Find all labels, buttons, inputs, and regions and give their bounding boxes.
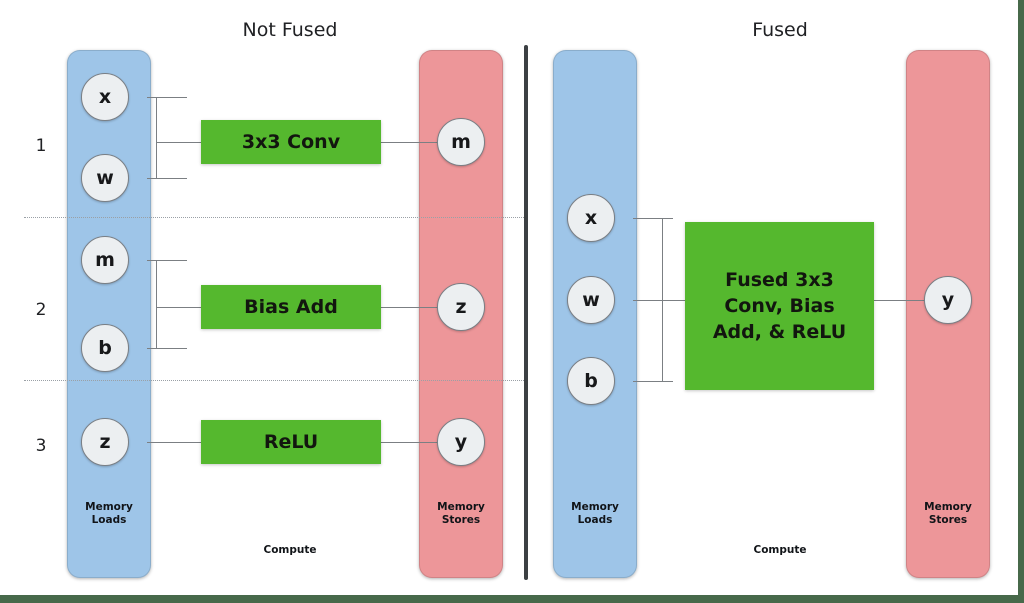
- wire-row1-x-out: [147, 97, 187, 99]
- wire-row2-b-out: [147, 348, 187, 350]
- not-fused-memory-loads-column: Memory Loads: [67, 50, 151, 578]
- fused-memory-stores-label-line2: Stores: [928, 514, 968, 526]
- fused-memory-loads-label-line2: Loads: [577, 514, 613, 526]
- wire-row2-bracket: [156, 260, 158, 349]
- row-index-1: 1: [35, 136, 47, 156]
- node-row2-store-z: z: [437, 283, 485, 331]
- panel-divider: [524, 45, 528, 580]
- node-fused-load-b: b: [567, 357, 615, 405]
- wire-row3-op-to-y: [380, 442, 440, 444]
- fused-compute-label: Compute: [753, 544, 807, 556]
- wire-fused-b-out: [633, 381, 673, 383]
- fused-memory-loads-label-line1: Memory: [571, 501, 619, 513]
- op-box-fused: Fused 3x3 Conv, Bias Add, & ReLU: [685, 222, 874, 390]
- memory-loads-label-line1: Memory: [85, 501, 133, 513]
- frame-right-edge: [1018, 0, 1024, 603]
- node-row2-load-b: b: [81, 324, 129, 372]
- node-row1-load-w: w: [81, 154, 129, 202]
- wire-fused-w-to-op: [633, 300, 687, 302]
- op-box-relu: ReLU: [201, 420, 381, 464]
- node-row1-load-x: x: [81, 73, 129, 121]
- not-fused-compute-label: Compute: [263, 544, 317, 556]
- node-row1-store-m: m: [437, 118, 485, 166]
- row-separator-2-3: [24, 380, 524, 381]
- wire-row2-m-out: [147, 260, 187, 262]
- op-box-fused-line2: Conv, Bias: [724, 295, 835, 317]
- memory-stores-label-line1: Memory: [437, 501, 485, 513]
- wire-row2-op-to-z: [380, 307, 440, 309]
- memory-loads-label-line2: Loads: [91, 514, 127, 526]
- wire-row1-op-to-m: [380, 142, 440, 144]
- op-box-conv: 3x3 Conv: [201, 120, 381, 164]
- wire-fused-x-out: [633, 218, 673, 220]
- frame-bottom-edge: [0, 595, 1024, 603]
- node-fused-store-y: y: [924, 276, 972, 324]
- section-title-not-fused: Not Fused: [242, 19, 338, 41]
- op-box-bias-add: Bias Add: [201, 285, 381, 329]
- node-row3-load-z: z: [81, 418, 129, 466]
- wire-row2-bracket-to-op: [156, 307, 201, 309]
- node-fused-load-x: x: [567, 194, 615, 242]
- wire-row1-bracket-to-op: [156, 142, 201, 144]
- node-row2-load-m: m: [81, 236, 129, 284]
- wire-row1-bracket: [156, 97, 158, 179]
- wire-row3-z-to-op: [147, 442, 201, 444]
- row-separator-1-2: [24, 217, 524, 218]
- node-row3-store-y: y: [437, 418, 485, 466]
- fused-memory-stores-label-line1: Memory: [924, 501, 972, 513]
- node-fused-load-w: w: [567, 276, 615, 324]
- row-index-2: 2: [35, 300, 47, 320]
- memory-stores-label-line2: Stores: [441, 514, 481, 526]
- wire-fused-op-to-y: [873, 300, 928, 302]
- row-index-3: 3: [35, 436, 47, 456]
- section-title-fused: Fused: [752, 19, 808, 41]
- op-box-fused-line1: Fused 3x3: [725, 269, 834, 291]
- wire-row1-w-out: [147, 178, 187, 180]
- op-box-fused-line3: Add, & ReLU: [712, 321, 847, 343]
